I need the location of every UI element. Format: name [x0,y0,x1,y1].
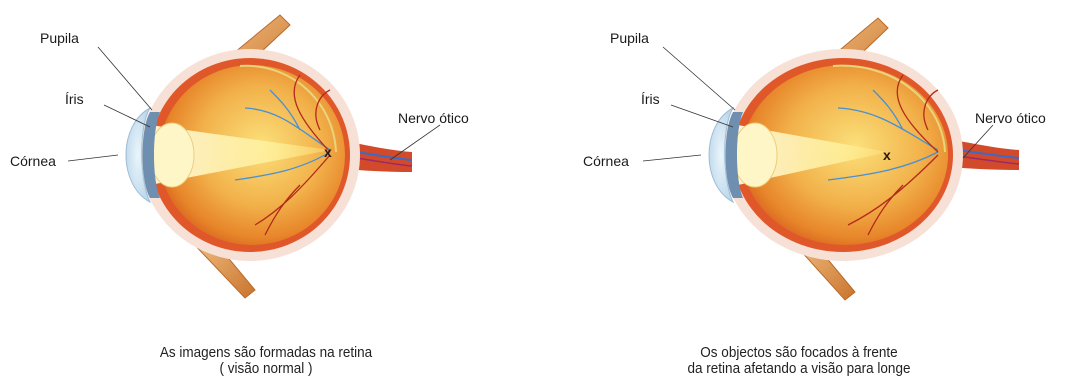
caption: Os objectos são focados à frente da reti… [560,345,1039,377]
label-cornea: Córnea [10,153,56,169]
focus-point-mark: x [324,144,332,160]
lens [150,123,194,187]
panel-normal-vision: Pupila Íris Córnea Nervo ótico x As imag… [0,0,532,378]
label-optic-nerve: Nervo ótico [975,110,1046,126]
label-cornea: Córnea [583,153,629,169]
eye-diagram: Pupila Íris Córnea Nervo ótico x [533,0,1065,378]
caption-line-1: As imagens são formadas na retina [27,345,506,361]
lens [733,123,777,187]
label-iris: Íris [65,91,84,107]
caption-line-2: da retina afetando a visão para longe [560,361,1039,377]
eye-diagram: Pupila Íris Córnea Nervo ótico x [0,0,532,378]
label-optic-nerve: Nervo ótico [398,110,469,126]
caption-line-1: Os objectos são focados à frente [560,345,1039,361]
caption-line-2: ( visão normal ) [27,361,506,377]
focus-point-mark: x [883,147,891,163]
label-iris: Íris [641,91,660,107]
label-pupil: Pupila [40,30,79,46]
caption: As imagens são formadas na retina ( visã… [27,345,506,377]
label-pupil: Pupila [610,30,649,46]
panel-myopia: Pupila Íris Córnea Nervo ótico x Os obje… [533,0,1065,378]
